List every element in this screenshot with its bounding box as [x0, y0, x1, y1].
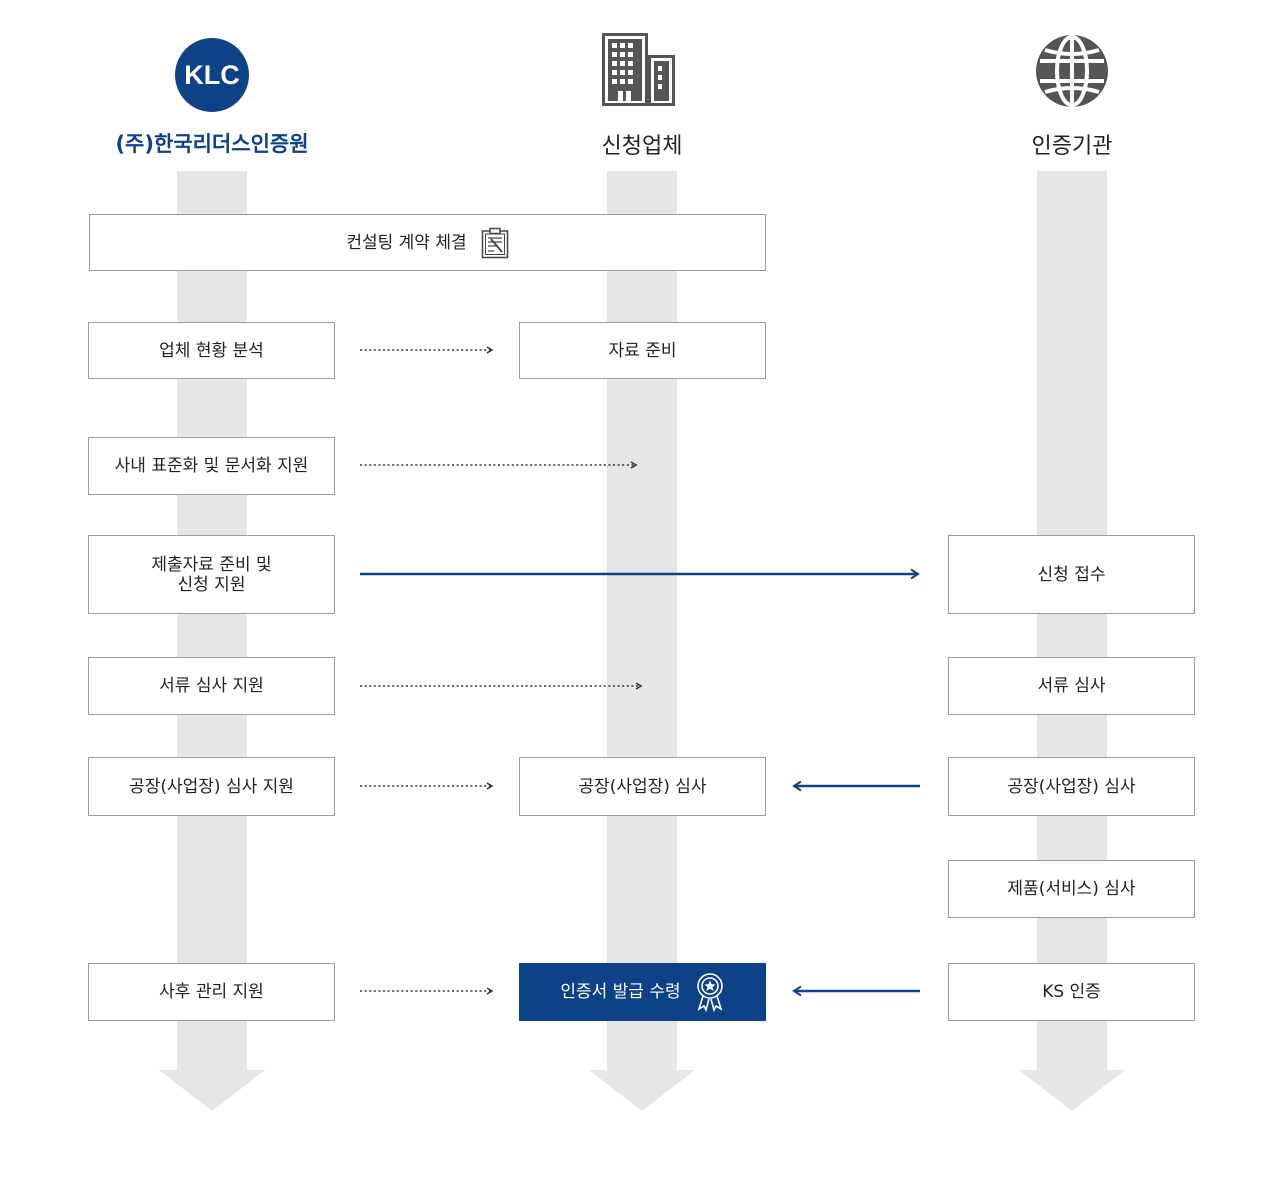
- klc-step-document-review-support: 서류 심사 지원: [88, 657, 335, 715]
- lane-klc-arrowhead: [159, 1070, 265, 1111]
- contract-label: 컨설팅 계약 체결: [346, 232, 467, 253]
- klc-logo-text: KLC: [184, 59, 240, 90]
- agency-step-factory-audit: 공장(사업장) 심사: [948, 757, 1195, 816]
- klc-step-standardization: 사내 표준화 및 문서화 지원: [88, 437, 335, 495]
- column-title-company: 신청업체: [601, 134, 683, 159]
- building-icon: [602, 33, 676, 107]
- company-step-label: 공장(사업장) 심사: [578, 776, 707, 797]
- klc-step-aftercare-support: 사후 관리 지원: [88, 963, 335, 1021]
- column-title-klc: (주)한국리더스인증원: [115, 132, 309, 156]
- contract-box: 컨설팅 계약 체결: [89, 214, 766, 271]
- klc-logo: KLC: [175, 38, 249, 112]
- company-step-certificate: 인증서 발급 수령: [519, 963, 766, 1021]
- clipboard-icon: [481, 227, 509, 259]
- agency-step-label: 서류 심사: [1037, 676, 1106, 696]
- agency-step-product-review: 제품(서비스) 심사: [948, 860, 1195, 918]
- agency-step-ks-certification: KS 인증: [948, 963, 1195, 1021]
- company-step-prepare-docs: 자료 준비: [519, 322, 766, 379]
- klc-step-label: 사내 표준화 및 문서화 지원: [114, 456, 309, 476]
- lane-agency: [1037, 171, 1107, 1071]
- klc-step-label: 업체 현황 분석: [159, 340, 264, 361]
- agency-step-label: 제품(서비스) 심사: [1007, 879, 1136, 899]
- agency-step-label: 공장(사업장) 심사: [1007, 776, 1136, 797]
- lane-agency-arrowhead: [1019, 1070, 1125, 1111]
- agency-step-label: 신청 접수: [1037, 564, 1106, 585]
- klc-step-label: 서류 심사 지원: [159, 676, 264, 696]
- column-title-agency: 인증기관: [1031, 134, 1113, 159]
- klc-step-label: 공장(사업장) 심사 지원: [129, 776, 294, 797]
- klc-step-label: 제출자료 준비 및 신청 지원: [151, 554, 272, 595]
- klc-step-analysis: 업체 현황 분석: [88, 322, 335, 379]
- klc-step-label: 사후 관리 지원: [159, 982, 264, 1002]
- company-step-factory-audit: 공장(사업장) 심사: [519, 757, 766, 816]
- award-ribbon-icon: [695, 972, 725, 1012]
- lane-klc: [177, 171, 247, 1071]
- agency-step-receipt: 신청 접수: [948, 535, 1195, 614]
- agency-step-document-review: 서류 심사: [948, 657, 1195, 715]
- klc-step-factory-audit-support: 공장(사업장) 심사 지원: [88, 757, 335, 816]
- company-step-label: 자료 준비: [608, 340, 677, 361]
- agency-step-label: KS 인증: [1042, 982, 1101, 1002]
- lane-company-arrowhead: [589, 1070, 695, 1111]
- company-step-label: 인증서 발급 수령: [560, 982, 681, 1002]
- lane-company: [607, 171, 677, 1071]
- globe-icon: [1034, 33, 1110, 109]
- klc-step-application-support: 제출자료 준비 및 신청 지원: [88, 535, 335, 614]
